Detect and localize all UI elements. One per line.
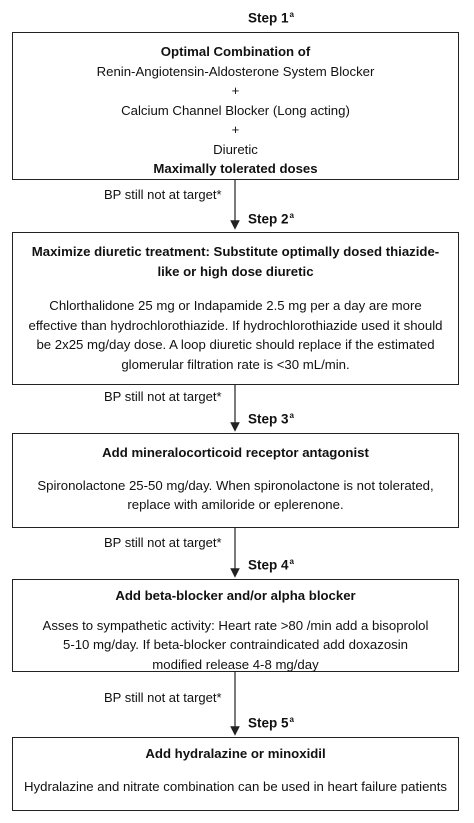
step-2-label: Step 2a (248, 211, 294, 227)
step-1-line-2: + (231, 83, 240, 98)
step-4-box: Add beta-blocker and/or alpha blocker As… (12, 579, 459, 672)
condition-2: BP still not at target* (104, 389, 222, 404)
step-1-title: Optimal Combination of (160, 44, 311, 59)
step-5-body: Hydralazine and nitrate combination can … (24, 778, 447, 794)
step-1-line-1: Renin-Angiotensin-Aldosterone System Blo… (96, 63, 375, 79)
step-2-box: Maximize diuretic treatment: Substitute … (12, 232, 459, 385)
step-3-box: Add mineralocorticoid receptor antagonis… (12, 433, 459, 528)
step-4-title: Add beta-blocker and/or alpha blocker (115, 588, 356, 603)
step-5-title: Add hydralazine or minoxidil (145, 746, 326, 761)
step-3-label: Step 3a (248, 411, 294, 427)
step-3-title: Add mineralocorticoid receptor antagonis… (102, 445, 369, 460)
condition-3: BP still not at target* (104, 535, 222, 550)
condition-4: BP still not at target* (104, 690, 222, 705)
step-1-line-4: + (231, 122, 240, 137)
step-4-label: Step 4a (248, 557, 294, 573)
step-1-label: Step 1a (248, 10, 294, 26)
step-1-box: Optimal Combination of Renin-Angiotensin… (12, 32, 459, 180)
step-1-line-3: Calcium Channel Blocker (Long acting) (121, 102, 350, 118)
step-1-footer: Maximally tolerated doses (153, 161, 318, 176)
step-5-label: Step 5a (248, 715, 294, 731)
step-3-body: Spironolactone 25-50 mg/day. When spiron… (37, 477, 434, 513)
step-2-body: Chlorthalidone 25 mg or Indapamide 2.5 m… (28, 298, 443, 372)
step-5-box: Add hydralazine or minoxidil Hydralazine… (12, 737, 459, 811)
condition-1: BP still not at target* (104, 187, 222, 202)
step-2-title: Maximize diuretic treatment: Substitute … (31, 244, 440, 279)
step-4-body: Asses to sympathetic activity: Heart rat… (42, 617, 429, 672)
step-1-line-5: Diuretic (213, 141, 258, 157)
